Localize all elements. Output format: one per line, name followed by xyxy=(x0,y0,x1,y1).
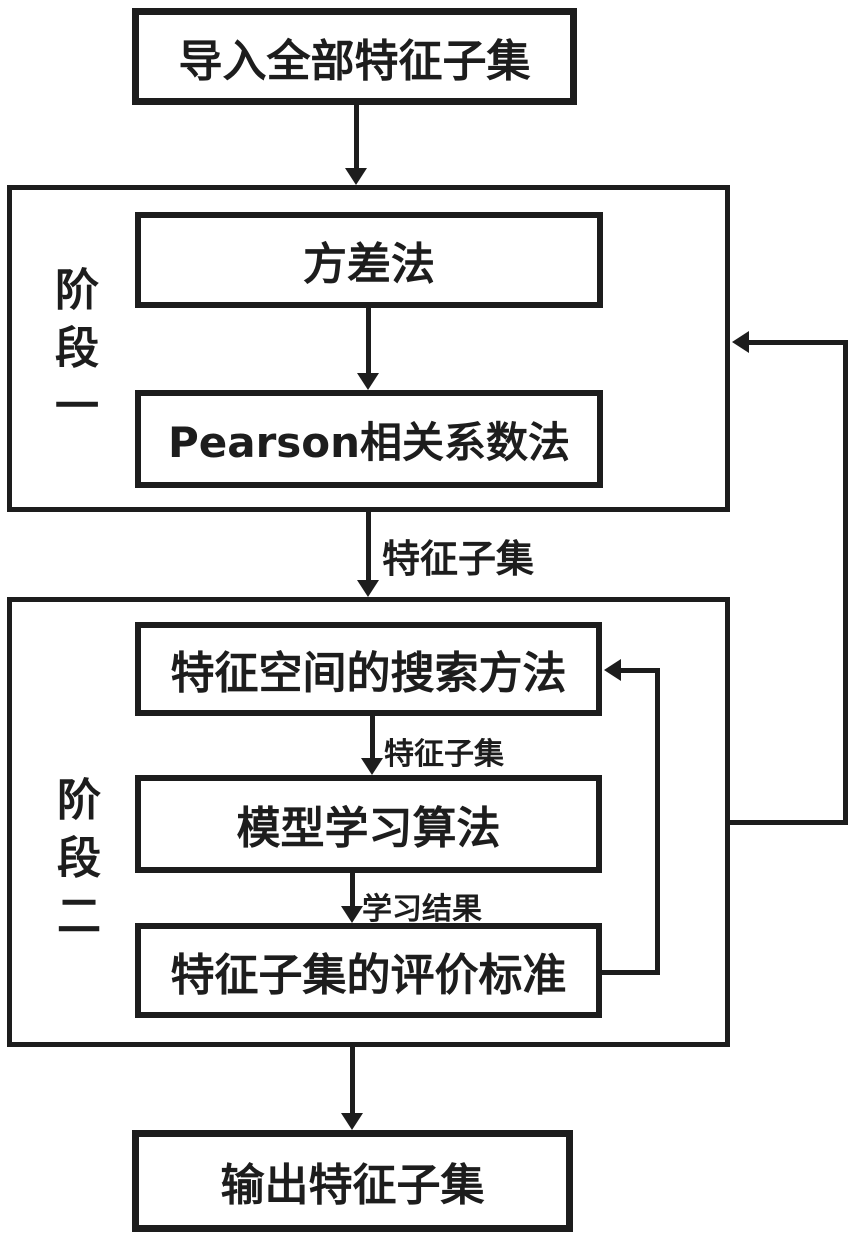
edge-label-feature-subset: 特征子集 xyxy=(384,737,504,772)
feedback-stage2-to-stage1-bottom xyxy=(730,820,848,825)
arrow-variance-to-pearson-shaft xyxy=(366,308,371,374)
node-label: Pearson相关系数法 xyxy=(167,417,571,467)
feedback-evaluation-to-search-bottom xyxy=(602,970,660,975)
arrowhead-down-icon xyxy=(357,373,379,390)
node-pearson-correlation-method: Pearson相关系数法 xyxy=(135,390,603,488)
stage2-label: 阶段二 xyxy=(57,775,101,942)
node-label: 模型学习算法 xyxy=(236,803,501,854)
node-feature-subset-evaluation-criteria: 特征子集的评价标准 xyxy=(135,923,602,1018)
feedback-evaluation-to-search-vertical xyxy=(655,668,660,975)
node-label: 方差法 xyxy=(303,239,435,290)
node-output-feature-subset: 输出特征子集 xyxy=(132,1130,573,1232)
arrowhead-down-icon xyxy=(361,758,383,775)
node-model-learning-algorithm: 模型学习算法 xyxy=(135,775,602,873)
arrowhead-left-icon xyxy=(604,659,621,681)
arrowhead-down-icon xyxy=(341,1113,363,1130)
arrow-stage1-to-stage2-shaft xyxy=(366,512,371,581)
feedback-stage2-to-stage1-top xyxy=(748,340,848,345)
arrow-import-to-stage1-shaft xyxy=(354,105,359,169)
edge-label-learning-result: 学习结果 xyxy=(362,892,482,927)
arrow-model-to-evaluation-shaft xyxy=(350,873,355,907)
arrowhead-down-icon xyxy=(357,580,379,597)
node-label: 特征空间的搜索方法 xyxy=(170,648,567,699)
arrowhead-left-icon xyxy=(732,331,749,353)
stage1-container xyxy=(7,185,730,512)
arrowhead-down-icon xyxy=(345,168,367,185)
edge-label-feature-subset: 特征子集 xyxy=(382,537,535,581)
arrow-stage2-to-output-shaft xyxy=(350,1047,355,1114)
node-label: 特征子集的评价标准 xyxy=(170,949,567,1001)
node-variance-method: 方差法 xyxy=(135,212,603,308)
node-feature-space-search-method: 特征空间的搜索方法 xyxy=(135,622,602,716)
node-label: 输出特征子集 xyxy=(220,1160,485,1211)
node-import-all-feature-subsets: 导入全部特征子集 xyxy=(132,8,577,105)
node-label: 导入全部特征子集 xyxy=(178,35,531,87)
arrow-search-to-model-shaft xyxy=(370,716,375,759)
feedback-evaluation-to-search-top xyxy=(619,668,660,673)
arrowhead-down-icon xyxy=(341,906,363,923)
stage1-label: 阶段一 xyxy=(55,265,99,432)
stage2-container xyxy=(7,597,730,1047)
feedback-stage2-to-stage1-vertical xyxy=(843,340,848,825)
